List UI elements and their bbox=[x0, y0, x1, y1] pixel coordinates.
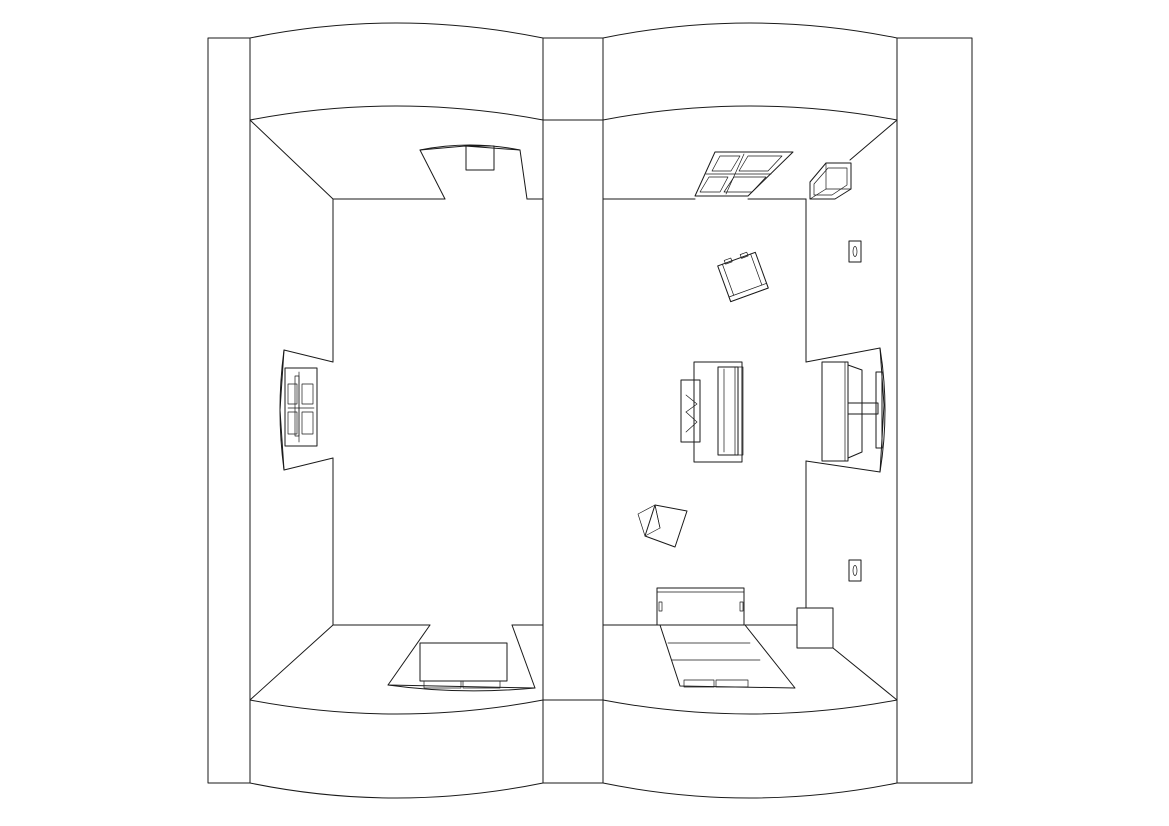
sofa-frame bbox=[693, 361, 743, 463]
left-window-frame bbox=[284, 367, 318, 447]
left-bottom-alcove-outline bbox=[387, 624, 536, 689]
right-top-window-pane-b bbox=[738, 155, 783, 172]
coffee-table-support-a bbox=[685, 394, 698, 413]
left-window-handle bbox=[294, 375, 300, 437]
left-bottom-bench bbox=[419, 642, 508, 682]
tv-stand bbox=[805, 347, 886, 473]
sideboard bbox=[656, 587, 796, 689]
left-outer-wall bbox=[207, 37, 251, 784]
magazine-chair bbox=[637, 504, 688, 548]
bottom-right-outer-curve bbox=[602, 782, 898, 799]
left-top-alcove-outline bbox=[419, 145, 528, 200]
left-bottom-bench-seat-b bbox=[462, 680, 501, 689]
outer-walls bbox=[207, 37, 973, 784]
bottom-curved-bands bbox=[249, 699, 898, 799]
magazine-chair-fold bbox=[654, 504, 661, 529]
side-table bbox=[796, 607, 834, 649]
top-left-inner-curve bbox=[249, 105, 544, 121]
tv-stand-bay-curve bbox=[879, 347, 886, 473]
right-top-window-mullion-v bbox=[725, 153, 745, 195]
right-room bbox=[602, 119, 898, 701]
tv-stand-bay-outline bbox=[805, 347, 885, 473]
wall-outlet-upper-slot bbox=[852, 246, 858, 257]
sideboard-handle-left bbox=[658, 601, 663, 612]
left-room bbox=[249, 119, 544, 701]
left-window-pane-a bbox=[287, 383, 298, 405]
tv-stand-panel bbox=[847, 364, 863, 459]
coffee-table-support-b bbox=[685, 411, 698, 433]
small-cabinet bbox=[809, 162, 852, 200]
left-bottom-bench-seat-a bbox=[423, 680, 462, 689]
wall-outlet-lower-slot bbox=[852, 565, 858, 576]
top-left-outer-curve bbox=[249, 22, 544, 39]
left-top-alcove-rim bbox=[419, 144, 521, 151]
left-top-alcove bbox=[419, 144, 528, 200]
armchair-back bbox=[728, 282, 769, 303]
armchair-arm-left bbox=[722, 263, 735, 296]
left-window-pane-d bbox=[301, 411, 314, 435]
small-cabinet-inner bbox=[813, 167, 848, 196]
sofa-back-cushion bbox=[717, 366, 739, 456]
sideboard-bottom-alcove bbox=[659, 624, 796, 689]
sofa bbox=[693, 361, 744, 463]
sideboard-handle-right bbox=[739, 601, 744, 612]
right-room-bottom-diagonal bbox=[832, 647, 898, 701]
armchair-leg-right bbox=[739, 251, 749, 259]
sideboard-body bbox=[656, 587, 745, 626]
left-window-pane-b bbox=[301, 383, 314, 405]
wall-outlet-lower bbox=[848, 559, 862, 582]
left-room-bottom-diagonal bbox=[249, 624, 334, 701]
side-table-top bbox=[796, 607, 834, 649]
right-room-top-diagonal bbox=[849, 119, 898, 161]
top-right-outer-curve bbox=[602, 22, 898, 39]
tv-stand-screen bbox=[875, 371, 883, 449]
left-top-alcove-box bbox=[465, 145, 495, 171]
small-cabinet-outline bbox=[809, 162, 852, 200]
coffee-table bbox=[680, 379, 701, 443]
wall-outlet-upper bbox=[848, 240, 862, 263]
right-top-window-pane-c bbox=[699, 176, 729, 193]
left-window-pane-c bbox=[287, 411, 298, 435]
sideboard-step-b bbox=[715, 679, 749, 688]
left-room-top-diagonal bbox=[249, 119, 334, 200]
magazine-chair-flap bbox=[637, 504, 661, 537]
right-top-window bbox=[694, 151, 794, 197]
right-top-window-pane-a bbox=[711, 155, 741, 172]
armchair bbox=[717, 251, 769, 303]
top-right-inner-curve bbox=[602, 105, 898, 121]
tv-stand-arm bbox=[847, 402, 879, 415]
armchair-arm-right bbox=[750, 253, 763, 286]
tv-stand-cabinet bbox=[821, 361, 849, 462]
sofa-back-rail bbox=[734, 366, 744, 456]
right-top-window-pane-d bbox=[723, 176, 767, 193]
left-bottom-alcove bbox=[387, 624, 536, 692]
left-window-bay bbox=[279, 349, 334, 471]
wall-outlet-upper-plate bbox=[848, 240, 862, 263]
left-window-bay-curve bbox=[279, 349, 285, 471]
coffee-table-top bbox=[680, 379, 701, 443]
wall-outlet-lower-plate bbox=[848, 559, 862, 582]
magazine-chair-body bbox=[644, 504, 688, 548]
right-outer-wall bbox=[896, 37, 973, 784]
top-curved-bands bbox=[249, 22, 898, 121]
armchair-leg-left bbox=[723, 257, 733, 265]
bottom-right-inner-curve bbox=[602, 699, 898, 715]
bottom-left-inner-curve bbox=[249, 699, 544, 715]
right-top-window-frame bbox=[694, 151, 794, 197]
small-cabinet-edge-c bbox=[809, 188, 827, 200]
sideboard-step-a bbox=[683, 679, 715, 688]
bottom-left-outer-curve bbox=[249, 782, 544, 799]
left-bottom-alcove-rim bbox=[387, 684, 536, 692]
